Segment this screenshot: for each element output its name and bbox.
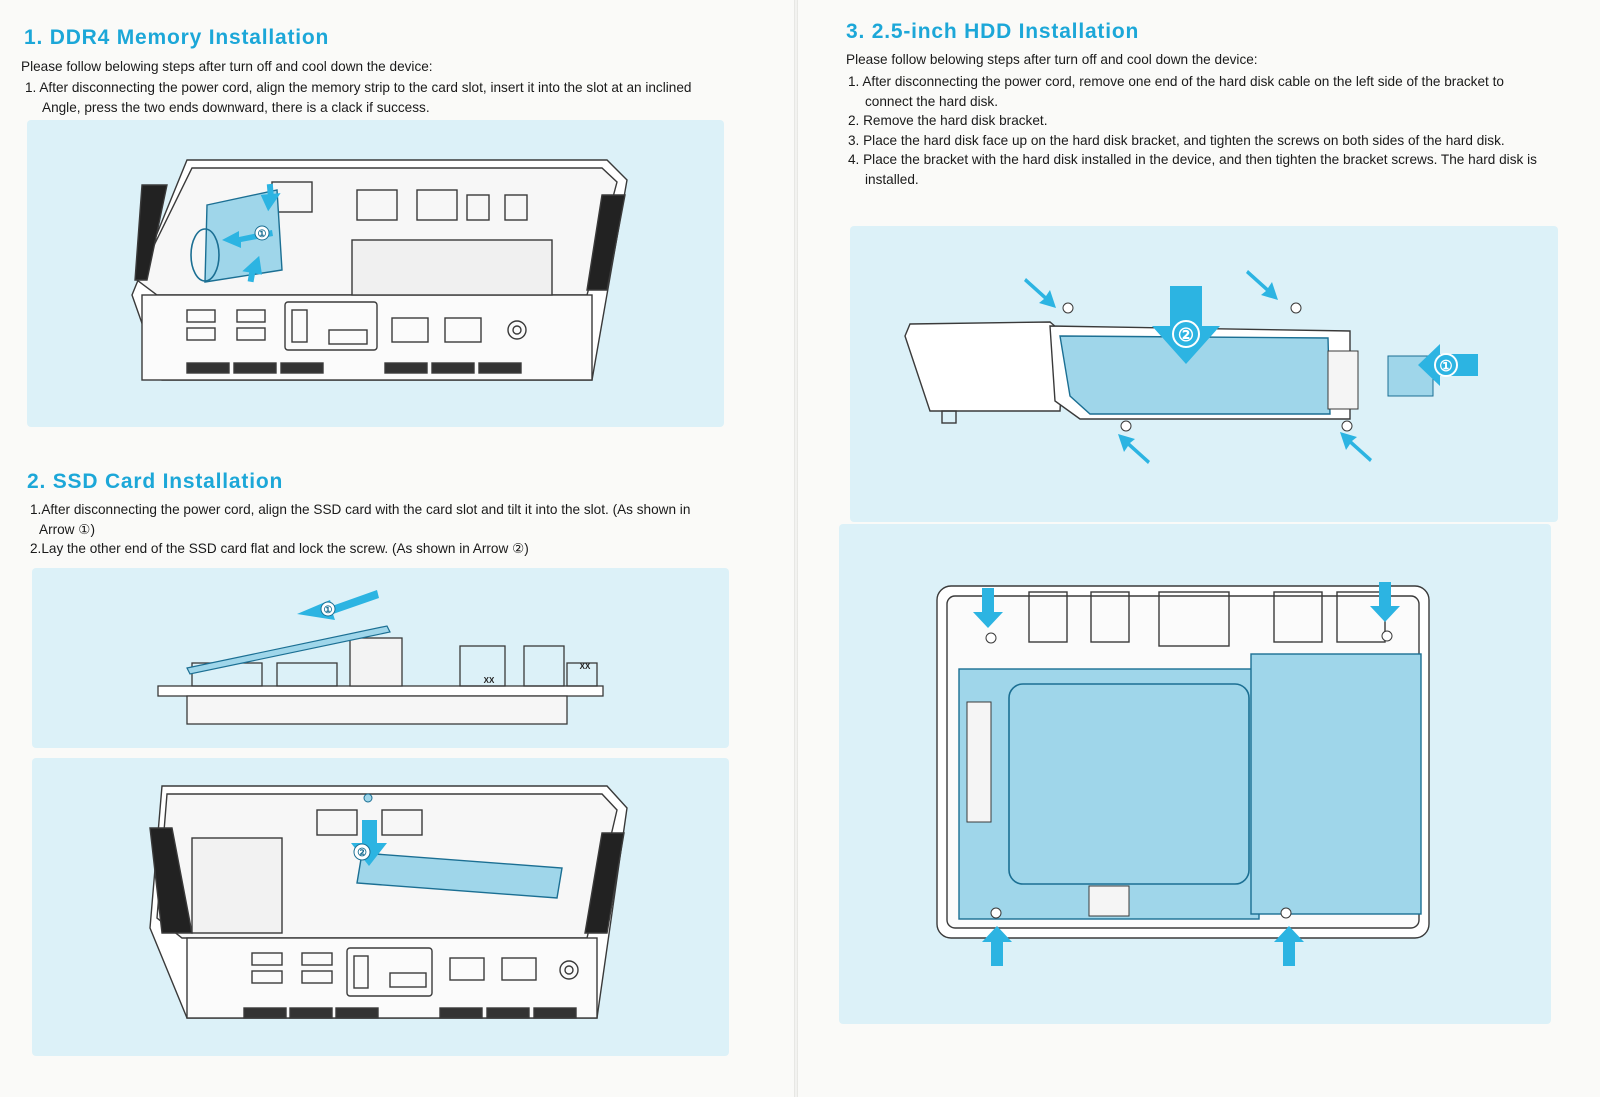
section2-step-2: 2.Lay the other end of the SSD card flat… — [30, 541, 529, 556]
hdd-callout-1: ① — [1439, 358, 1452, 375]
ssd-side-illustration: ① XX XX — [157, 590, 604, 725]
page-gutter — [794, 0, 798, 1097]
ssd-side-illustration-panel: ① XX XX — [32, 568, 729, 748]
board-label-1: XX — [484, 676, 495, 685]
ssd-callout-1: ① — [324, 605, 333, 616]
section3-steps: 1. After disconnecting the power cord, r… — [848, 72, 1553, 189]
hdd-install-top-view — [936, 582, 1430, 966]
hdd-bracket-illustration: ② ① — [904, 270, 1478, 464]
board-label-2: XX — [580, 662, 591, 671]
ssd-top-illustration-panel: ② — [32, 758, 729, 1056]
memory-install-illustration: ① — [131, 159, 628, 381]
hdd-bracket-illustration-panel: ② ① — [850, 226, 1558, 522]
memory-callout-1: ① — [258, 229, 267, 240]
section3-step-3: 3. Place the hard disk face up on the ha… — [848, 132, 1505, 148]
hdd-top-illustration-panel — [839, 524, 1551, 1024]
ssd-install-illustration: ② — [149, 785, 628, 1019]
section3-step-4: 4. Place the bracket with the hard disk … — [848, 152, 1537, 187]
ssd-callout-2: ② — [357, 847, 367, 859]
section3-step-1: 1. After disconnecting the power cord, r… — [848, 74, 1504, 109]
section3-title: 3. 2.5-inch HDD Installation — [846, 20, 1140, 43]
section1-intro: Please follow belowing steps after turn … — [21, 59, 433, 74]
section2-step-1: 1.After disconnecting the power cord, al… — [30, 502, 691, 537]
section3-intro: Please follow belowing steps after turn … — [846, 52, 1258, 67]
section2-steps: 1.After disconnecting the power cord, al… — [30, 500, 720, 559]
section1-step-1: 1. After disconnecting the power cord, a… — [25, 80, 692, 115]
section3-step-2: 2. Remove the hard disk bracket. — [848, 113, 1048, 128]
section1-steps: 1. After disconnecting the power cord, a… — [25, 78, 725, 117]
memory-illustration-panel: ① — [27, 120, 724, 427]
hdd-callout-2: ② — [1178, 325, 1194, 345]
section2-title: 2. SSD Card Installation — [27, 470, 284, 493]
section1-title: 1. DDR4 Memory Installation — [24, 26, 330, 49]
